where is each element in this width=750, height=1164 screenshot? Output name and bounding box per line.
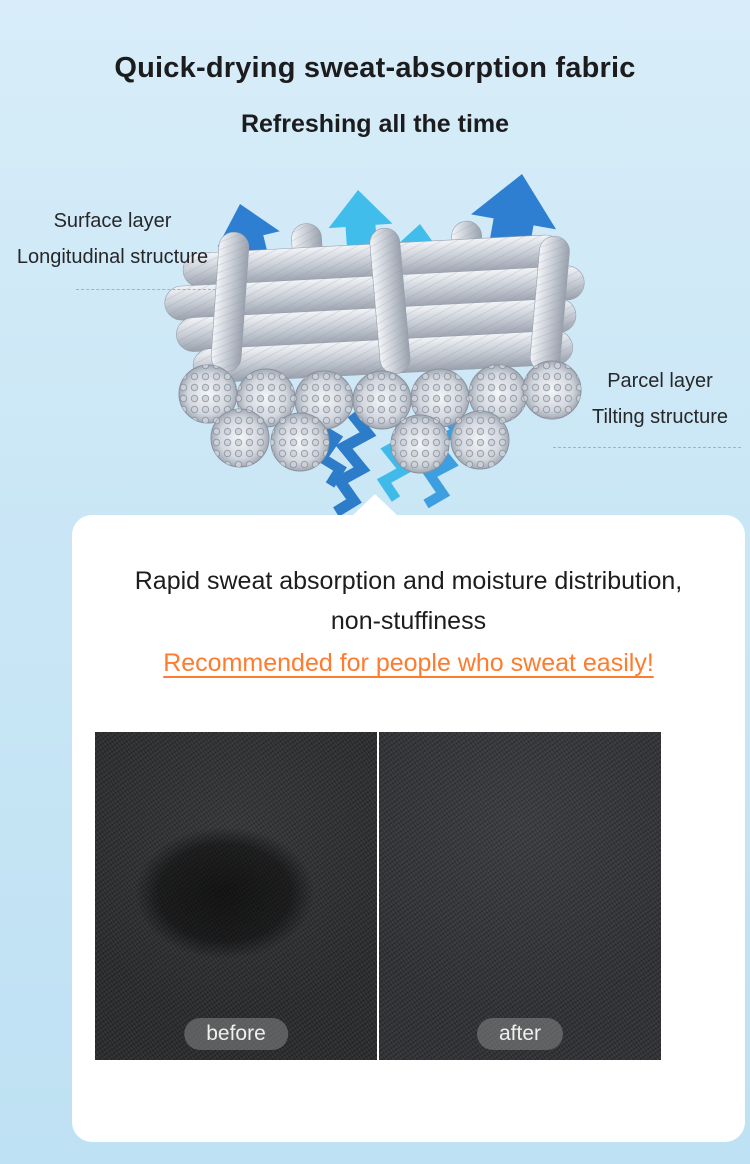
tilting-structure-label: Tilting structure (592, 406, 728, 428)
fiber-ends (178, 360, 582, 474)
before-badge: before (184, 1018, 288, 1050)
parcel-layer-label-block: Parcel layer Tilting structure (575, 363, 745, 435)
page-subtitle: Refreshing all the time (240, 110, 510, 138)
fabric-photo-before: before (95, 732, 377, 1060)
surface-layer-label-block: Surface layer Longitudinal structure (0, 203, 225, 275)
surface-layer-label: Surface layer (53, 210, 172, 232)
yarn-bundle-vertical (210, 227, 570, 375)
page-title: Quick-drying sweat-absorption fabric (114, 52, 636, 84)
description-line-1: Rapid sweat absorption and moisture dist… (134, 567, 683, 595)
fabric-weave-illustration (90, 162, 660, 522)
description-line-2: non-stuffiness (330, 607, 487, 635)
longitudinal-structure-label: Longitudinal structure (16, 246, 209, 268)
fabric-photo-after: after (379, 732, 661, 1060)
callout-dashed-line-right (553, 447, 741, 448)
before-after-comparison: before after (95, 732, 661, 1060)
parcel-layer-label: Parcel layer (607, 370, 713, 392)
card-top-notch (352, 494, 398, 516)
callout-dashed-line-left (76, 289, 216, 290)
after-badge: after (476, 1018, 564, 1050)
description-card: Rapid sweat absorption and moisture dist… (72, 515, 745, 1142)
recommendation-text: Recommended for people who sweat easily! (163, 649, 654, 677)
fabric-weave-svg (164, 166, 585, 517)
